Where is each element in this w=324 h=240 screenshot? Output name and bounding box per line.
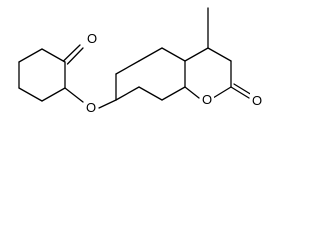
bond-c4a-c4-ring <box>184 47 209 62</box>
bond-cy-ether-o <box>64 87 84 103</box>
lactone-double-bond-a <box>230 86 250 99</box>
ether-linkage <box>64 87 117 109</box>
bond-c2-o1 <box>212 86 232 99</box>
bond-c7-c6 <box>115 86 140 101</box>
chemical-structure-diagram: O O O O <box>18 7 264 115</box>
lactone-carbonyl <box>230 83 253 99</box>
ketone-oxygen-label: O <box>87 31 97 46</box>
ketone-double-bond-a <box>62 44 81 62</box>
bond-c4-c3 <box>161 47 186 62</box>
bond-cy2-cy3 <box>18 48 43 63</box>
bond-c5-c4a <box>161 86 186 101</box>
bond-cy5-cy6 <box>41 87 66 102</box>
atom-labels: O O O O <box>84 30 264 115</box>
bond-c8a-c8 <box>115 60 140 75</box>
bond-cy4-cy5 <box>18 87 43 102</box>
lactone-oxygen-label: O <box>252 93 262 108</box>
bond-c4-c3-ring <box>207 47 232 62</box>
pyranone-ring <box>184 47 232 99</box>
lactone-oxygen-bg <box>250 92 264 108</box>
bond-c3-c8a <box>138 47 163 62</box>
bond-c6-c5 <box>138 86 163 101</box>
ketone-group <box>62 44 84 65</box>
ether-oxygen-label: O <box>86 100 96 115</box>
lactone-double-bond-b <box>233 83 253 96</box>
cyclohexanone-ring <box>18 48 66 102</box>
bond-cy1-cy2 <box>41 48 66 63</box>
ketone-double-bond-b <box>66 47 84 65</box>
bond-o1-c8a <box>184 86 200 99</box>
ether-oxygen-bg <box>84 99 98 115</box>
benzene-ring <box>115 47 186 101</box>
bond-ether-o-c7 <box>98 99 117 109</box>
ring-oxygen-bg <box>200 91 214 107</box>
ring-oxygen-label: O <box>202 92 212 107</box>
ketone-oxygen-bg <box>86 30 98 46</box>
